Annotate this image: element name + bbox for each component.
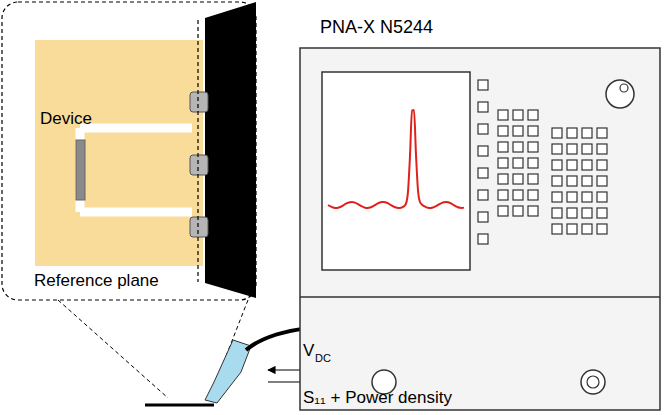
buttons [478,80,607,244]
spectrum-trace [328,110,464,208]
ground-line [145,404,214,407]
button [513,142,523,152]
button [513,190,523,200]
cpw-gap [80,128,192,212]
button [582,144,592,154]
button [478,168,488,178]
button [567,160,577,170]
button [513,206,523,216]
button [478,212,488,222]
button [513,174,523,184]
button [597,128,607,138]
button [552,208,562,218]
button [582,176,592,186]
button [513,158,523,168]
button [567,208,577,218]
instrument-body [300,48,660,410]
button [528,206,538,216]
button [582,160,592,170]
button [552,224,562,234]
probe [205,340,251,403]
plane-label: Reference plane [34,272,159,291]
button [552,128,562,138]
button [582,208,592,218]
instrument-title: PNA-X N5244 [320,18,433,38]
button [528,158,538,168]
reference-line [197,20,198,282]
button [597,160,607,170]
instrument: PNA-X N5244 [300,12,660,410]
device-bar [76,140,85,200]
button [597,224,607,234]
button [478,234,488,244]
button [513,110,523,120]
probe-tip [190,217,208,237]
button [597,192,607,202]
probe-body [205,2,256,298]
knob-mark [620,84,628,92]
button [498,142,508,152]
button [597,208,607,218]
button [528,110,538,120]
button [478,124,488,134]
button [478,102,488,112]
panel-divider [300,296,660,298]
button [552,144,562,154]
inset-border [2,2,256,300]
signal-subscript: DC [315,352,331,364]
button [567,224,577,234]
button [528,142,538,152]
button [513,126,523,136]
button [528,190,538,200]
signal-name: S₁₁ + Power density [303,389,452,408]
button [567,176,577,186]
probe-tip [190,155,208,175]
button [582,128,592,138]
part-label: Device [40,110,92,129]
knob [606,80,634,108]
button [498,126,508,136]
button [478,146,488,156]
button [552,160,562,170]
button [498,190,508,200]
button [528,174,538,184]
button [552,176,562,186]
button [567,144,577,154]
button [567,128,577,138]
button [498,110,508,120]
button [597,144,607,154]
button [498,174,508,184]
button [478,190,488,200]
button [478,80,488,90]
port-inner [587,376,599,388]
button [582,192,592,202]
signal-name: V [303,342,314,361]
button [498,206,508,216]
inset-callout: DeviceReference plane [2,2,256,300]
button [552,192,562,202]
pad-substrate [35,40,203,266]
port [581,370,605,394]
button [597,176,607,186]
screen [322,72,470,270]
button [567,192,577,202]
button [528,126,538,136]
button [498,158,508,168]
button [582,224,592,234]
probe-tip [190,92,208,112]
zoom-line [58,300,168,398]
